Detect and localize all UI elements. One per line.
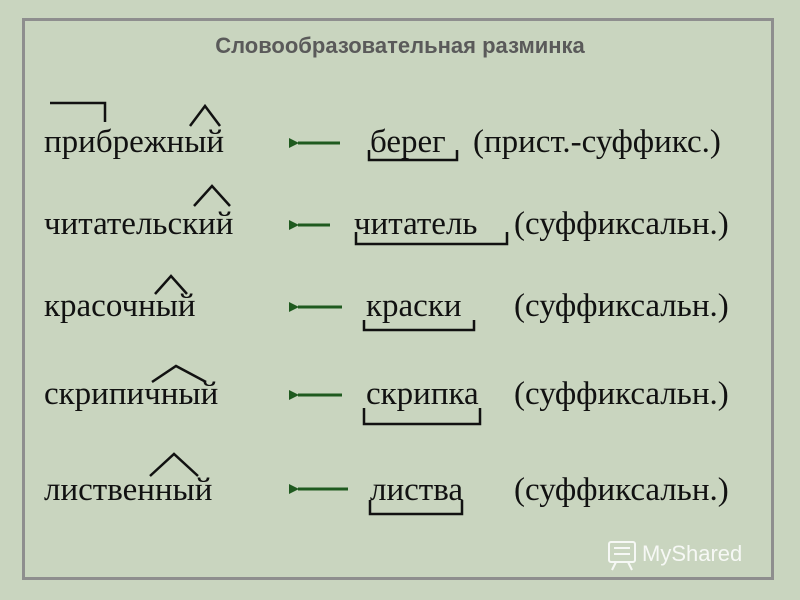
method-3: (суффиксальн.) <box>514 288 729 324</box>
derived-word-2: читательский <box>44 206 234 242</box>
suffix-mark-5 <box>149 452 199 477</box>
root-mark-1 <box>367 150 459 162</box>
base-word-2: читатель <box>354 206 478 242</box>
root-mark-4 <box>362 408 482 426</box>
base-word-3: краски <box>366 288 462 324</box>
watermark-logo: MyShared <box>642 541 743 566</box>
derived-word-5: лиственный <box>44 472 213 508</box>
suffix-mark-3 <box>154 274 188 295</box>
method-5: (суффиксальн.) <box>514 472 729 508</box>
method-2: (суффиксальн.) <box>514 206 729 242</box>
suffix-mark-2 <box>193 184 231 207</box>
myshared-logo-icon <box>608 541 636 571</box>
suffix-mark-1 <box>189 103 221 127</box>
root-mark-3 <box>362 320 476 332</box>
derived-word-1: прибрежный <box>44 124 225 160</box>
derived-word-3: красочный <box>44 288 196 324</box>
method-1: (прист.-суффикс.) <box>473 124 721 160</box>
derived-word-4: скрипичный <box>44 376 219 412</box>
suffix-mark-4 <box>151 364 207 384</box>
root-mark-2 <box>354 232 509 246</box>
root-mark-5 <box>368 500 464 516</box>
base-word-4: скрипка <box>366 376 479 412</box>
base-word-1: берег <box>370 124 446 160</box>
base-word-5: листва <box>370 472 463 508</box>
method-4: (суффиксальн.) <box>514 376 729 412</box>
slide-title: Словообразовательная разминка <box>215 33 585 58</box>
slide-frame <box>22 18 774 580</box>
prefix-mark-1 <box>50 101 107 122</box>
